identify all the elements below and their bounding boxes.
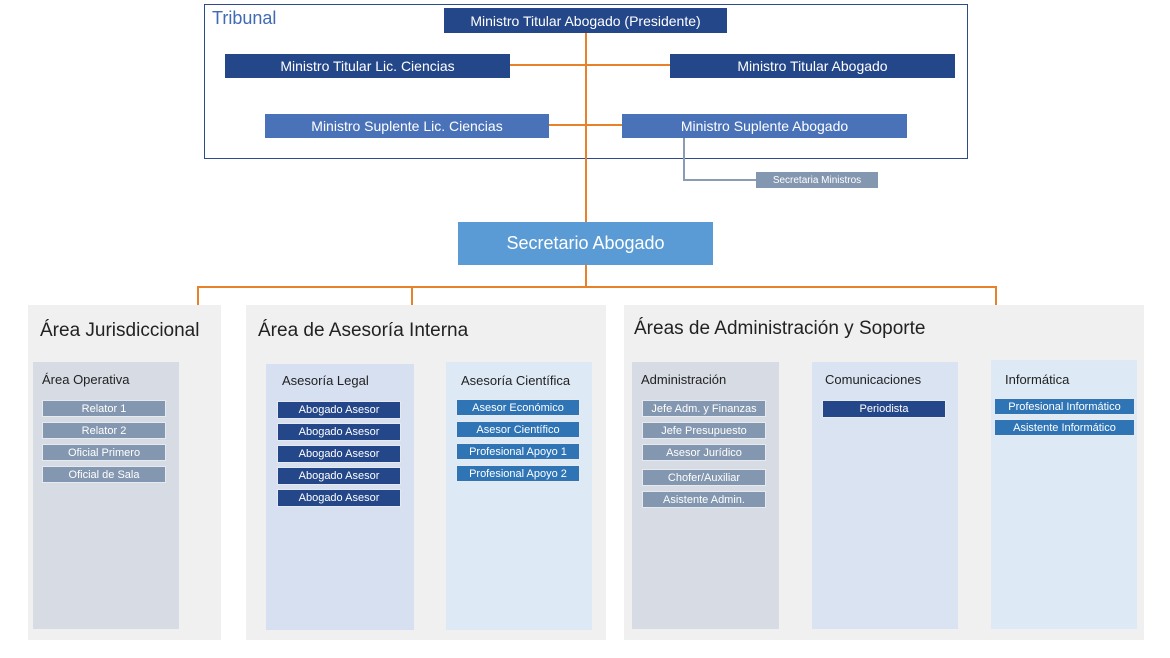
asesoria-legal-title: Asesoría Legal — [282, 373, 369, 388]
area-operativa-title: Área Operativa — [42, 372, 130, 387]
connector-area-1 — [197, 286, 199, 305]
asesoria-cientifica-title: Asesoría Científica — [461, 373, 571, 388]
item-jefe-presupuesto: Jefe Presupuesto — [642, 422, 766, 439]
connector-trunk — [585, 32, 587, 222]
item-asesor-cientifico: Asesor Científico — [456, 421, 580, 438]
comunicaciones-title: Comunicaciones — [825, 372, 922, 387]
connector-area-3 — [995, 286, 997, 305]
item-periodista: Periodista — [822, 400, 946, 418]
item-asistente-admin: Asistente Admin. — [642, 491, 766, 508]
item-relator-2: Relator 2 — [42, 422, 166, 439]
box-suplente-abogado: Ministro Suplente Abogado — [622, 114, 907, 138]
item-profesional-apoyo-1: Profesional Apoyo 1 — [456, 443, 580, 460]
item-profesional-apoyo-2: Profesional Apoyo 2 — [456, 465, 580, 482]
box-titular-ciencias: Ministro Titular Lic. Ciencias — [225, 54, 510, 78]
connector-area-2 — [411, 286, 413, 305]
item-profesional-informatico: Profesional Informático — [994, 398, 1135, 415]
connector-secretaria-h — [683, 179, 756, 181]
item-abogado-asesor-1: Abogado Asesor — [277, 401, 401, 419]
box-secretario-abogado: Secretario Abogado — [458, 222, 713, 265]
box-titular-abogado: Ministro Titular Abogado — [670, 54, 955, 78]
connector-secretaria-v — [683, 137, 685, 180]
box-suplente-ciencias: Ministro Suplente Lic. Ciencias — [265, 114, 549, 138]
item-chofer-auxiliar: Chofer/Auxiliar — [642, 469, 766, 486]
item-asistente-informatico: Asistente Informático — [994, 419, 1135, 436]
item-relator-1: Relator 1 — [42, 400, 166, 417]
item-abogado-asesor-5: Abogado Asesor — [277, 489, 401, 507]
item-asesor-juridico: Asesor Jurídico — [642, 444, 766, 461]
item-asesor-economico: Asesor Económico — [456, 399, 580, 416]
area-asesoria-title: Área de Asesoría Interna — [258, 320, 469, 341]
connector-secretario-down — [585, 265, 587, 287]
box-president: Ministro Titular Abogado (Presidente) — [444, 8, 727, 33]
item-oficial-de-sala: Oficial de Sala — [42, 466, 166, 483]
tribunal-label: Tribunal — [212, 8, 277, 28]
item-jefe-adm-finanzas: Jefe Adm. y Finanzas — [642, 400, 766, 417]
connector-titulares — [510, 64, 670, 66]
connector-suplentes — [549, 124, 622, 126]
item-abogado-asesor-3: Abogado Asesor — [277, 445, 401, 463]
administracion-title: Administración — [641, 372, 727, 387]
item-oficial-primero: Oficial Primero — [42, 444, 166, 461]
item-abogado-asesor-4: Abogado Asesor — [277, 467, 401, 485]
connector-areas-bar — [197, 286, 997, 288]
item-abogado-asesor-2: Abogado Asesor — [277, 423, 401, 441]
area-jurisdiccional-title: Área Jurisdiccional — [40, 320, 200, 341]
informatica-title: Informática — [1005, 372, 1070, 387]
box-secretaria-ministros: Secretaria Ministros — [756, 172, 878, 188]
area-administracion-title: Áreas de Administración y Soporte — [634, 318, 926, 339]
